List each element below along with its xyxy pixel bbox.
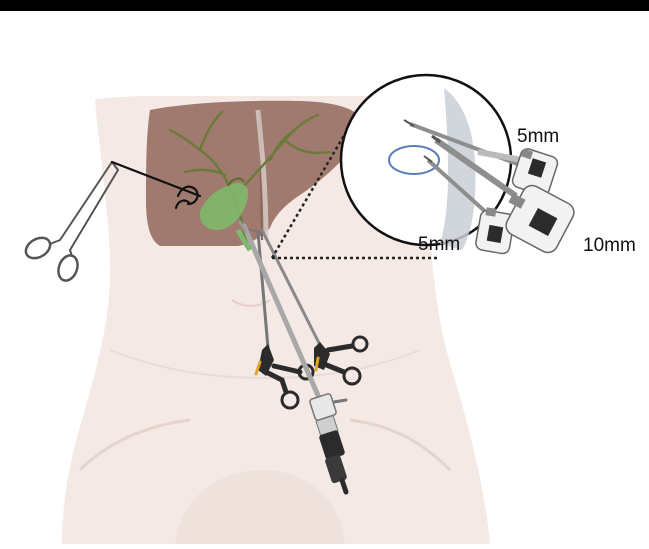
port-label-5mm-bottom: 5mm (418, 235, 460, 254)
trocar-inset (341, 75, 577, 256)
top-rule (0, 0, 649, 11)
port-label-10mm: 10mm (583, 236, 636, 255)
lens-oval (389, 146, 439, 174)
port-label-5mm-top: 5mm (517, 127, 559, 146)
